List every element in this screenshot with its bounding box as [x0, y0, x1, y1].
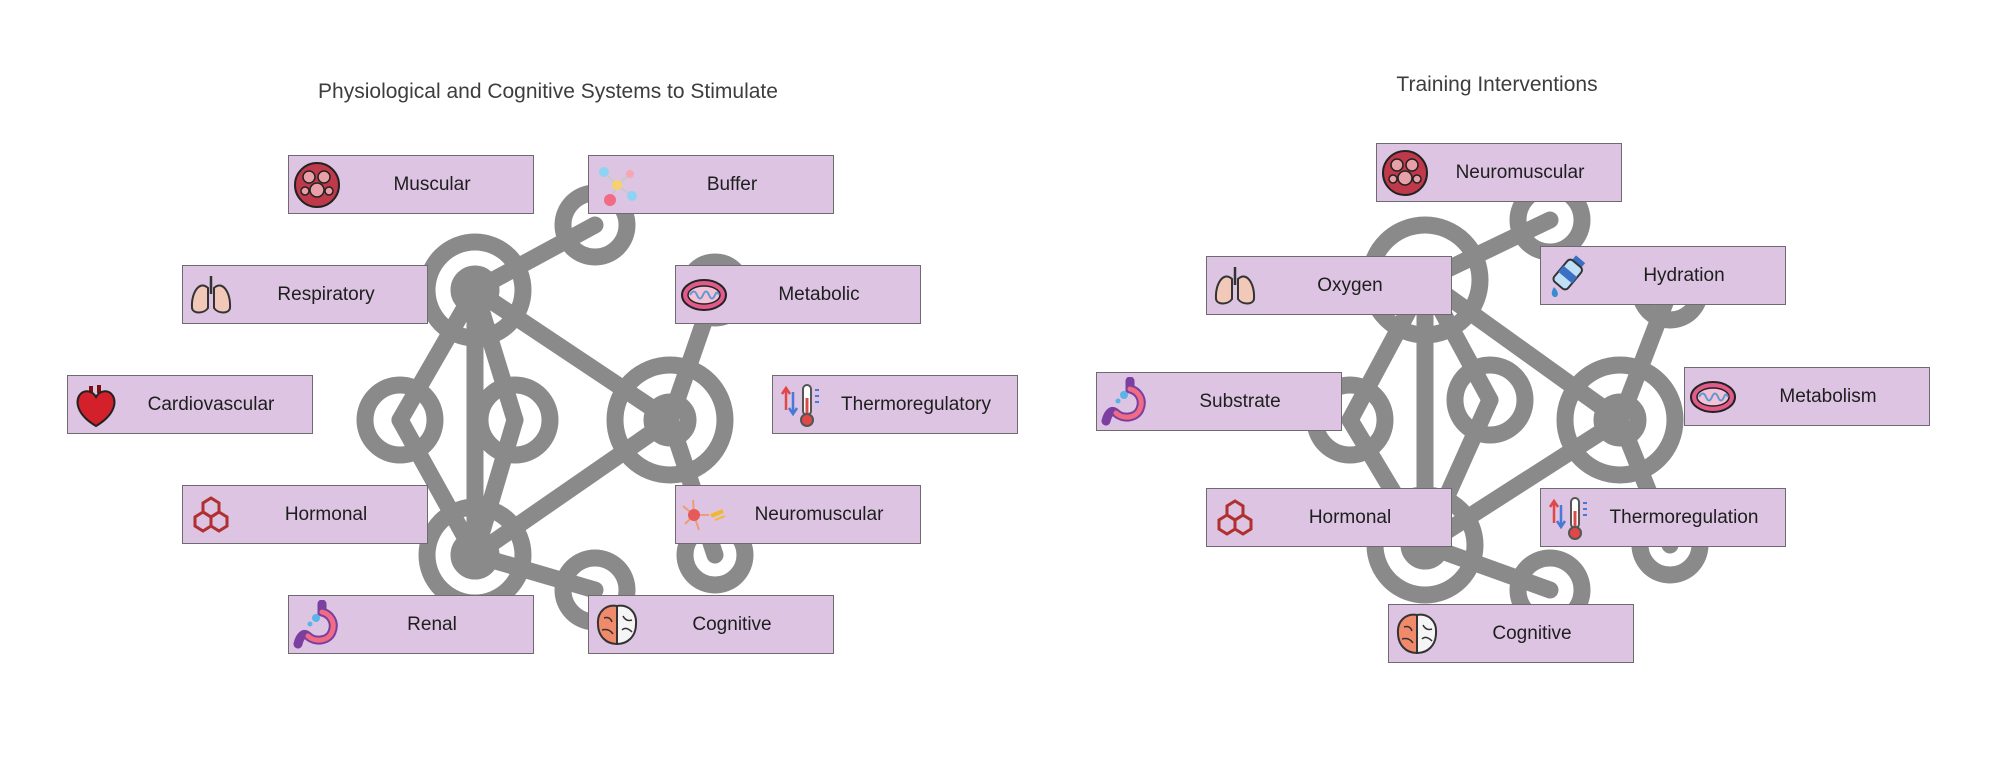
molecule-icon: [589, 157, 645, 213]
box-cognitive-intervention: Cognitive: [1388, 604, 1634, 663]
box-hormonal: Hormonal: [182, 485, 428, 544]
stomach-icon: [289, 597, 345, 653]
thermometer-icon: [773, 377, 829, 433]
stomach-icon: [1097, 374, 1153, 430]
right-panel-title: Training Interventions: [1396, 73, 1598, 96]
lungs-icon: [1207, 258, 1263, 314]
box-thermoregulatory: Thermoregulatory: [772, 375, 1018, 434]
box-label: Muscular: [393, 173, 471, 195]
box-label: Substrate: [1199, 390, 1281, 412]
box-label: Buffer: [706, 173, 758, 195]
water-bottle-icon: [1541, 248, 1597, 304]
left-panel-title: Physiological and Cognitive Systems to S…: [318, 80, 778, 103]
box-cognitive: Cognitive: [588, 595, 834, 654]
mitochondria-icon: [1685, 369, 1741, 425]
muscle-tissue-icon: [289, 157, 345, 213]
box-label: Neuromuscular: [754, 503, 884, 525]
lungs-icon: [183, 267, 239, 323]
brain-icon: [589, 597, 645, 653]
box-label: Oxygen: [1317, 274, 1383, 296]
box-substrate: Substrate: [1096, 372, 1342, 431]
muscle-tissue-icon: [1377, 145, 1433, 201]
heart-icon: [68, 377, 124, 433]
box-hormonal-intervention: Hormonal: [1206, 488, 1452, 547]
box-label: Cardiovascular: [147, 393, 275, 415]
box-label: Hormonal: [284, 503, 368, 525]
box-hydration: Hydration: [1540, 246, 1786, 305]
box-buffer: Buffer: [588, 155, 834, 214]
box-thermoregulation: Thermoregulation: [1540, 488, 1786, 547]
box-label: Thermoregulation: [1609, 506, 1759, 528]
box-metabolic: Metabolic: [675, 265, 921, 324]
box-label: Respiratory: [277, 283, 375, 305]
box-respiratory: Respiratory: [182, 265, 428, 324]
neuron-icon: [676, 487, 732, 543]
box-label: Cognitive: [1492, 622, 1572, 644]
box-label: Hydration: [1643, 264, 1725, 286]
hormone-icon: [183, 487, 239, 543]
box-metabolism: Metabolism: [1684, 367, 1930, 426]
thermometer-icon: [1541, 490, 1597, 546]
left-network: [356, 184, 754, 631]
hormone-icon: [1207, 490, 1263, 546]
box-label: Thermoregulatory: [841, 393, 991, 415]
box-label: Neuromuscular: [1455, 161, 1585, 183]
brain-icon: [1389, 606, 1445, 662]
box-label: Renal: [407, 613, 457, 635]
box-renal: Renal: [288, 595, 534, 654]
mitochondria-icon: [676, 267, 732, 323]
box-cardiovascular: Cardiovascular: [67, 375, 313, 434]
box-neuromuscular: Neuromuscular: [675, 485, 921, 544]
box-neuromuscular-intervention: Neuromuscular: [1376, 143, 1622, 202]
box-label: Hormonal: [1308, 506, 1392, 528]
box-label: Metabolic: [778, 283, 860, 305]
box-oxygen: Oxygen: [1206, 256, 1452, 315]
box-muscular: Muscular: [288, 155, 534, 214]
box-label: Metabolism: [1779, 385, 1877, 407]
box-label: Cognitive: [692, 613, 772, 635]
